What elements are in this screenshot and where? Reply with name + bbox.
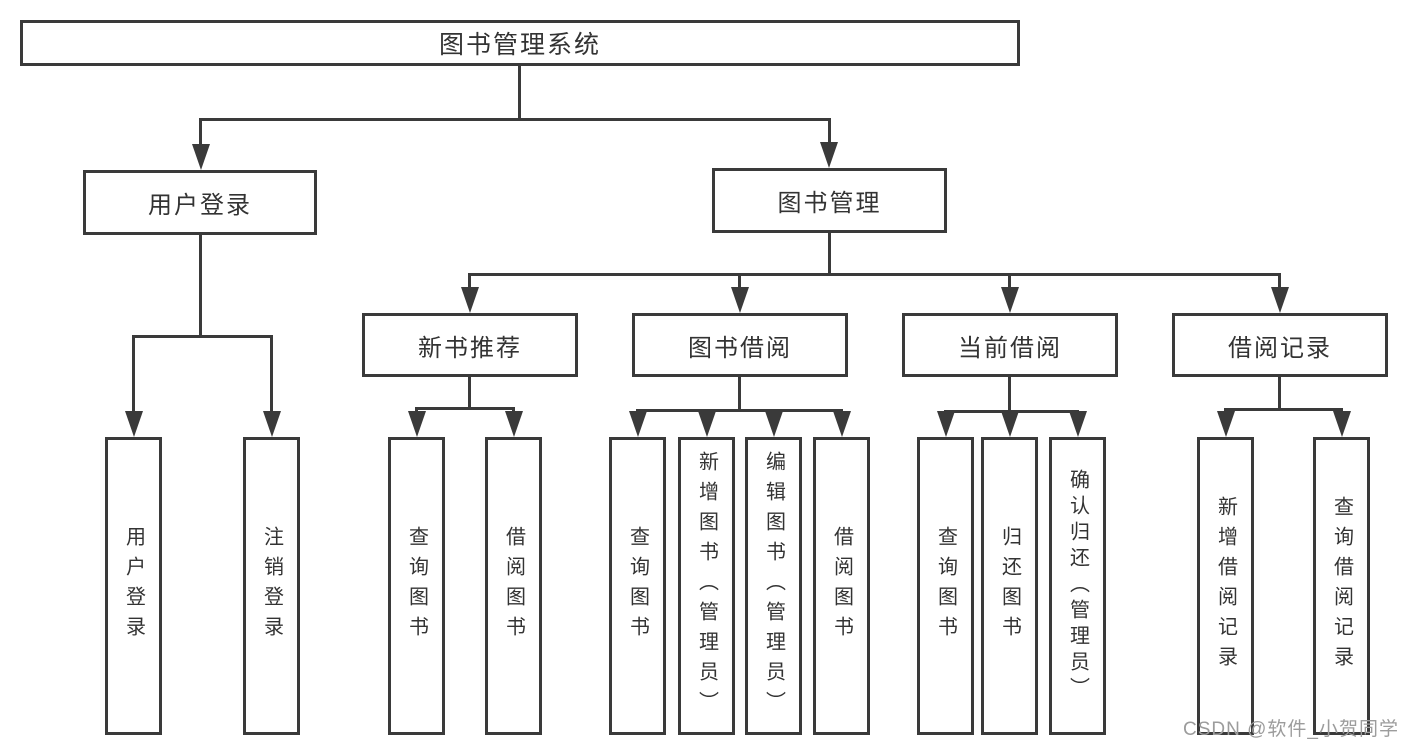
leaf-borrow-books-borrowing: 借阅图书 — [813, 437, 870, 735]
arrow-down-icon — [765, 411, 783, 437]
node-label: 新增借阅记录 — [1214, 496, 1237, 676]
node-label: 借阅图书 — [830, 526, 853, 646]
leaf-confirm-return-admin: 确认归还（管理员） — [1049, 437, 1106, 735]
connector-root-vline — [518, 66, 521, 118]
connector-level3-stem — [738, 273, 741, 287]
connector-user-login-vline — [199, 235, 202, 335]
arrow-down-icon — [192, 144, 210, 170]
arrow-down-icon — [1217, 411, 1235, 437]
leaf-query-books-borrowing: 查询图书 — [609, 437, 666, 735]
connector-book-management-stem — [828, 118, 831, 144]
node-book-borrowing: 图书借阅 — [632, 313, 848, 377]
node-label: 确认归还（管理员） — [1066, 469, 1089, 703]
node-label: 新增图书（管理员） — [695, 451, 718, 721]
node-label: 图书管理 — [777, 190, 882, 217]
connector-new-book-vline — [468, 377, 471, 407]
node-label: 用户登录 — [122, 526, 145, 646]
arrow-down-icon — [461, 287, 479, 313]
node-label: 图书管理系统 — [438, 31, 601, 59]
node-current-borrowing: 当前借阅 — [902, 313, 1118, 377]
node-label: 新书推荐 — [418, 334, 522, 362]
node-label: 注销登录 — [260, 526, 283, 646]
node-label: 借阅图书 — [502, 526, 525, 646]
node-label: 查询图书 — [934, 526, 957, 646]
arrow-down-icon — [731, 287, 749, 313]
leaf-query-books-current: 查询图书 — [917, 437, 974, 735]
node-label: 图书借阅 — [688, 334, 792, 362]
leaf-add-book-admin: 新增图书（管理员） — [678, 437, 735, 735]
arrow-down-icon — [125, 411, 143, 437]
arrow-down-icon — [1001, 411, 1019, 437]
connector-book-borrowing-hline — [636, 409, 843, 412]
connector-new-book-hline — [415, 407, 515, 410]
leaf-query-books-recommend: 查询图书 — [388, 437, 445, 735]
leaf-borrow-books-recommend: 借阅图书 — [485, 437, 542, 735]
node-label: 查询借阅记录 — [1330, 496, 1353, 676]
csdn-watermark: CSDN @软件_小贺同学 — [1183, 719, 1399, 740]
arrow-down-icon — [1001, 287, 1019, 313]
arrow-down-icon — [1271, 287, 1289, 313]
connector-root-hline — [199, 118, 831, 121]
connector-leaf-stem — [270, 335, 273, 411]
connector-book-borrowing-vline — [738, 377, 741, 409]
connector-book-management-hline — [468, 273, 1281, 276]
connector-user-login-hline — [132, 335, 273, 338]
connector-borrowing-records-hline — [1224, 408, 1343, 411]
node-user-login: 用户登录 — [83, 170, 317, 235]
connector-user-login-stem — [199, 118, 202, 146]
connector-current-borrowing-vline — [1008, 377, 1011, 410]
node-label: 归还图书 — [998, 526, 1021, 646]
connector-leaf-stem — [512, 407, 515, 413]
connector-level3-stem — [1008, 273, 1011, 287]
connector-leaf-stem — [415, 407, 418, 413]
arrow-down-icon — [263, 411, 281, 437]
node-label: 编辑图书（管理员） — [762, 451, 785, 721]
connector-book-management-vline — [828, 233, 831, 273]
leaf-add-borrow-record: 新增借阅记录 — [1197, 437, 1254, 735]
arrow-down-icon — [820, 142, 838, 168]
arrow-down-icon — [408, 411, 426, 437]
node-label: 查询图书 — [626, 526, 649, 646]
leaf-query-borrow-record: 查询借阅记录 — [1313, 437, 1370, 735]
node-borrowing-records: 借阅记录 — [1172, 313, 1388, 377]
leaf-logout: 注销登录 — [243, 437, 300, 735]
node-new-book-recommend: 新书推荐 — [362, 313, 578, 377]
node-label: 查询图书 — [405, 526, 428, 646]
arrow-down-icon — [505, 411, 523, 437]
node-book-management: 图书管理 — [712, 168, 947, 233]
connector-level3-stem — [1278, 273, 1281, 287]
arrow-down-icon — [1333, 411, 1351, 437]
arrow-down-icon — [937, 411, 955, 437]
node-label: 当前借阅 — [958, 334, 1062, 362]
leaf-user-login: 用户登录 — [105, 437, 162, 735]
arrow-down-icon — [629, 411, 647, 437]
leaf-edit-book-admin: 编辑图书（管理员） — [745, 437, 802, 735]
arrow-down-icon — [1069, 411, 1087, 437]
node-library-management-system: 图书管理系统 — [20, 20, 1020, 66]
arrow-down-icon — [833, 411, 851, 437]
connector-borrowing-records-vline — [1278, 377, 1281, 408]
connector-leaf-stem — [132, 335, 135, 411]
node-label: 借阅记录 — [1228, 334, 1332, 362]
arrow-down-icon — [698, 411, 716, 437]
leaf-return-books: 归还图书 — [981, 437, 1038, 735]
connector-level3-stem — [468, 273, 471, 287]
node-label: 用户登录 — [148, 192, 252, 219]
